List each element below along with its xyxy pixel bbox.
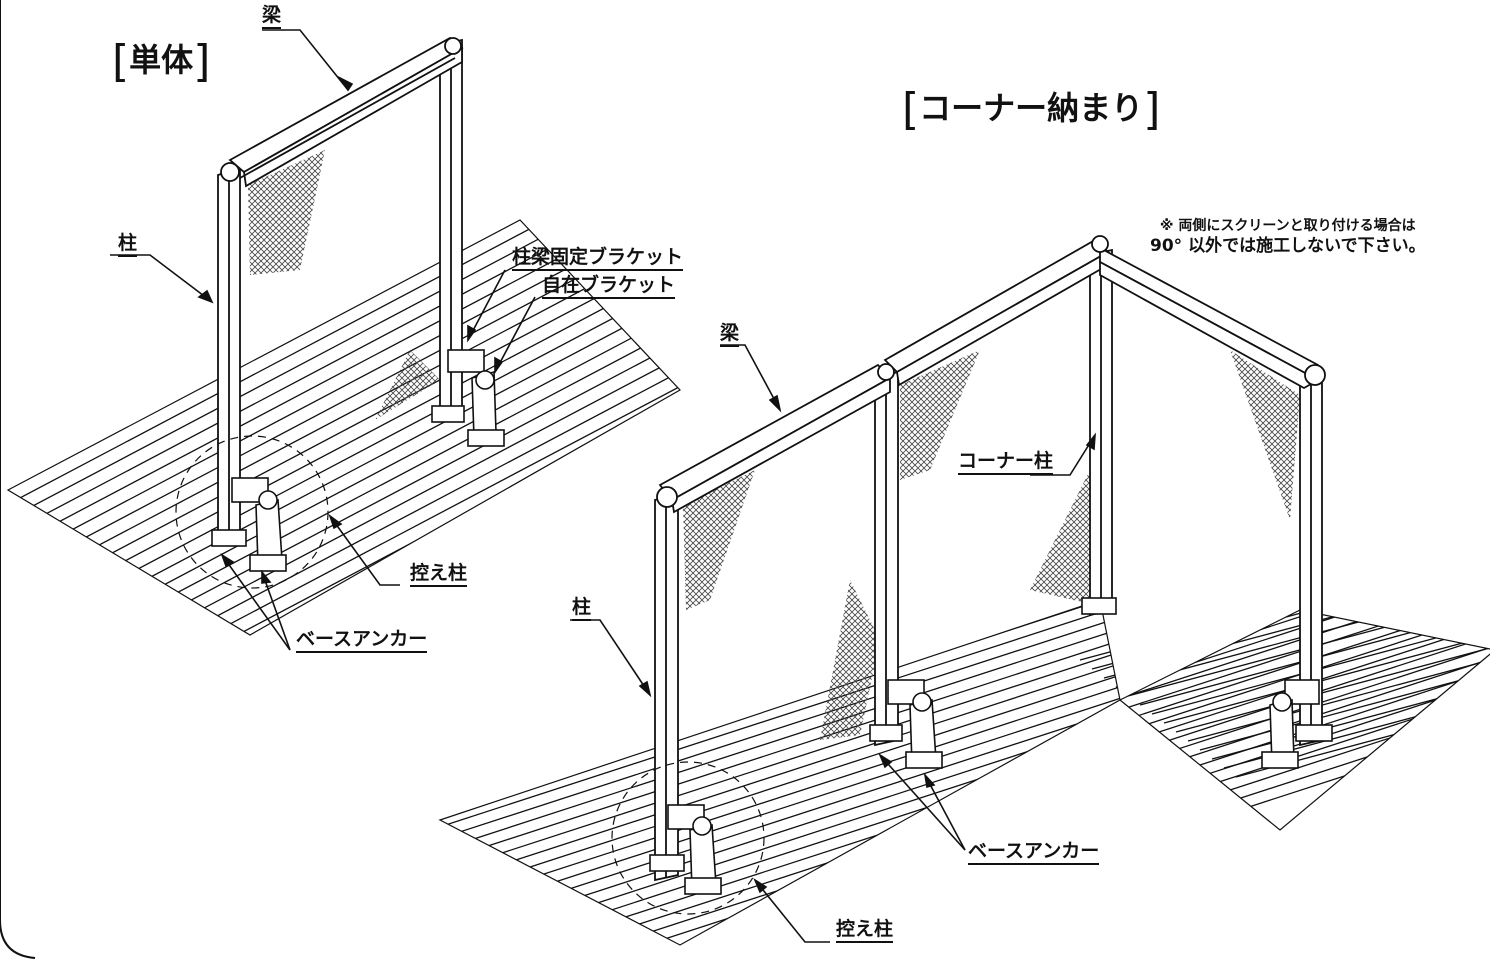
- single-title: [単体]: [112, 36, 211, 87]
- single-beam-label: 梁: [262, 6, 282, 29]
- corner-beam-right: [1099, 246, 1319, 382]
- deck-slat: [146, 272, 680, 635]
- corner-right-bracket: [1284, 679, 1320, 705]
- deck-slat: [1223, 617, 1490, 769]
- deck-slat: [632, 600, 1490, 945]
- corner-beam-label: 梁: [720, 324, 740, 347]
- deck-slat: [599, 600, 1490, 945]
- corner-support-label: 控え柱: [836, 920, 894, 943]
- corner-anchor-leader-b: [924, 774, 966, 851]
- deck-slat: [8, 220, 680, 528]
- deck-slat: [1079, 600, 1490, 661]
- deck-slat: [621, 600, 1490, 945]
- corner-support-leader: [754, 879, 830, 943]
- corner-mesh-low: [820, 580, 880, 740]
- corner-title: [コーナー納まり]: [902, 84, 1161, 135]
- deck-slat: [440, 600, 1490, 817]
- corner-anchor-leader-a: [879, 754, 966, 851]
- single-mesh-panel: [248, 150, 325, 275]
- single-free-bracket-label: 自在ブラケット: [542, 276, 676, 299]
- deck-slat: [102, 236, 680, 618]
- corner-mesh-corner: [1030, 470, 1095, 605]
- corner-note-line2: 90° 以外では施工しないで下さい。: [1150, 235, 1426, 256]
- corner-deck: [440, 600, 1490, 945]
- single-free-leader: [494, 296, 536, 373]
- corner-detail-circle: [611, 761, 765, 915]
- corner-colleader: [1030, 434, 1096, 476]
- single-column-leader: [110, 254, 213, 303]
- single-beam: [220, 36, 464, 188]
- deck-slat: [1151, 600, 1490, 715]
- deck-slat: [440, 600, 1490, 809]
- deck-slat: [1163, 600, 1490, 724]
- deck-slat: [440, 600, 1490, 841]
- corner-column-label: 柱: [572, 598, 592, 621]
- single-beam-leader: [262, 29, 349, 91]
- deck-slat: [440, 600, 1490, 833]
- corner-mesh-left: [683, 470, 755, 610]
- single-anchor-leader-b: [261, 571, 291, 651]
- single-bracket-label: 柱梁固定ブラケット: [512, 248, 684, 271]
- deck-slat: [445, 600, 1490, 849]
- corner-column-main-label: コーナー柱: [958, 452, 1054, 475]
- deck-slat: [8, 220, 680, 537]
- corner-column-leader: [570, 619, 651, 696]
- single-deck-outline: [6, 219, 681, 636]
- deck-slat: [456, 600, 1490, 857]
- corner-beam-left: [658, 363, 892, 502]
- deck-slat: [157, 281, 680, 635]
- corner-mesh-right: [1230, 350, 1300, 520]
- deck-slat: [643, 601, 1490, 945]
- corner-deck-outline: [438, 599, 1490, 946]
- deck-slat: [1187, 600, 1490, 742]
- corner-title-text: コーナー納まり: [919, 89, 1144, 127]
- page-border: [0, 0, 36, 959]
- single-anchor-label: ベースアンカー: [296, 630, 428, 653]
- single-support-label: 控え柱: [410, 564, 468, 587]
- single-bracket-leader: [467, 269, 506, 341]
- corner-note-line1: ※ 両側にスクリーンと取り付ける場合は: [1159, 218, 1416, 234]
- single-front-support: [211, 477, 287, 572]
- deck-slat: [478, 600, 1490, 873]
- single-mesh-lower: [375, 350, 440, 420]
- corner-anchor-label: ベースアンカー: [968, 842, 1100, 865]
- corner-note: ※ 両側にスクリーンと取り付ける場合は 90° 以外では施工しないで下さい。: [1150, 218, 1426, 257]
- deck-slat: [135, 263, 680, 635]
- deck-slat: [467, 600, 1490, 865]
- deck-slat: [440, 600, 1490, 825]
- deck-slat: [8, 220, 680, 519]
- single-support-leader: [329, 515, 400, 586]
- single-detail-circle: [175, 435, 329, 589]
- single-left-column: [217, 166, 241, 540]
- single-column-label: 柱: [118, 234, 138, 257]
- deck-slat: [8, 220, 680, 510]
- single-title-text: 単体: [129, 41, 194, 79]
- single-anchor-leader-a: [221, 554, 291, 651]
- single-back-support: [431, 349, 505, 447]
- corner-beam-mid: [883, 238, 1110, 374]
- deck-slat: [610, 600, 1490, 945]
- deck-slat: [8, 220, 680, 501]
- corner-mesh-mid: [900, 350, 980, 480]
- deck-slat: [1091, 600, 1490, 670]
- deck-slat: [1175, 600, 1490, 733]
- deck-slat: [1235, 626, 1490, 778]
